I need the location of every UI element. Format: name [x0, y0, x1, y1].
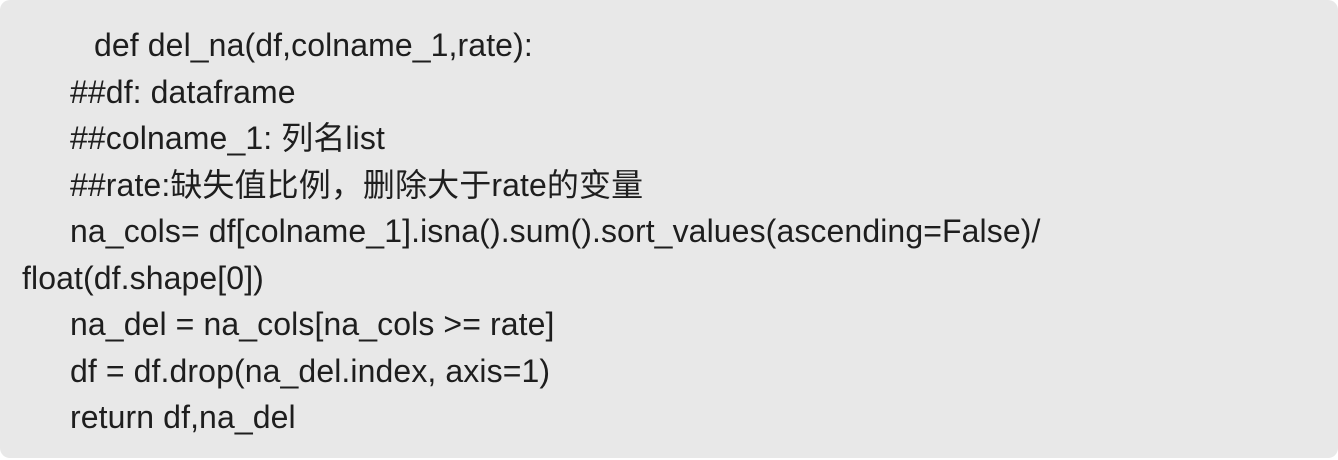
code-line-na-cols-continued: float(df.shape[0]) — [22, 259, 264, 296]
code-line-drop: df = df.drop(na_del.index, axis=1) — [70, 352, 551, 389]
code-line-function-def: def del_na(df,colname_1,rate): — [94, 27, 533, 63]
code-line-comment-df: ##df: dataframe — [70, 73, 296, 110]
code-line-na-cols: na_cols= df[colname_1].isna().sum().sort… — [70, 213, 1041, 249]
code-line-comment-rate: ##rate:缺失值比例，删除大于rate的变量 — [70, 166, 644, 203]
code-line-comment-colname: ##colname_1: 列名list — [70, 120, 385, 156]
code-line-na-del: na_del = na_cols[na_cols >= rate] — [70, 306, 555, 342]
code-line-return: return df,na_del — [70, 399, 296, 435]
